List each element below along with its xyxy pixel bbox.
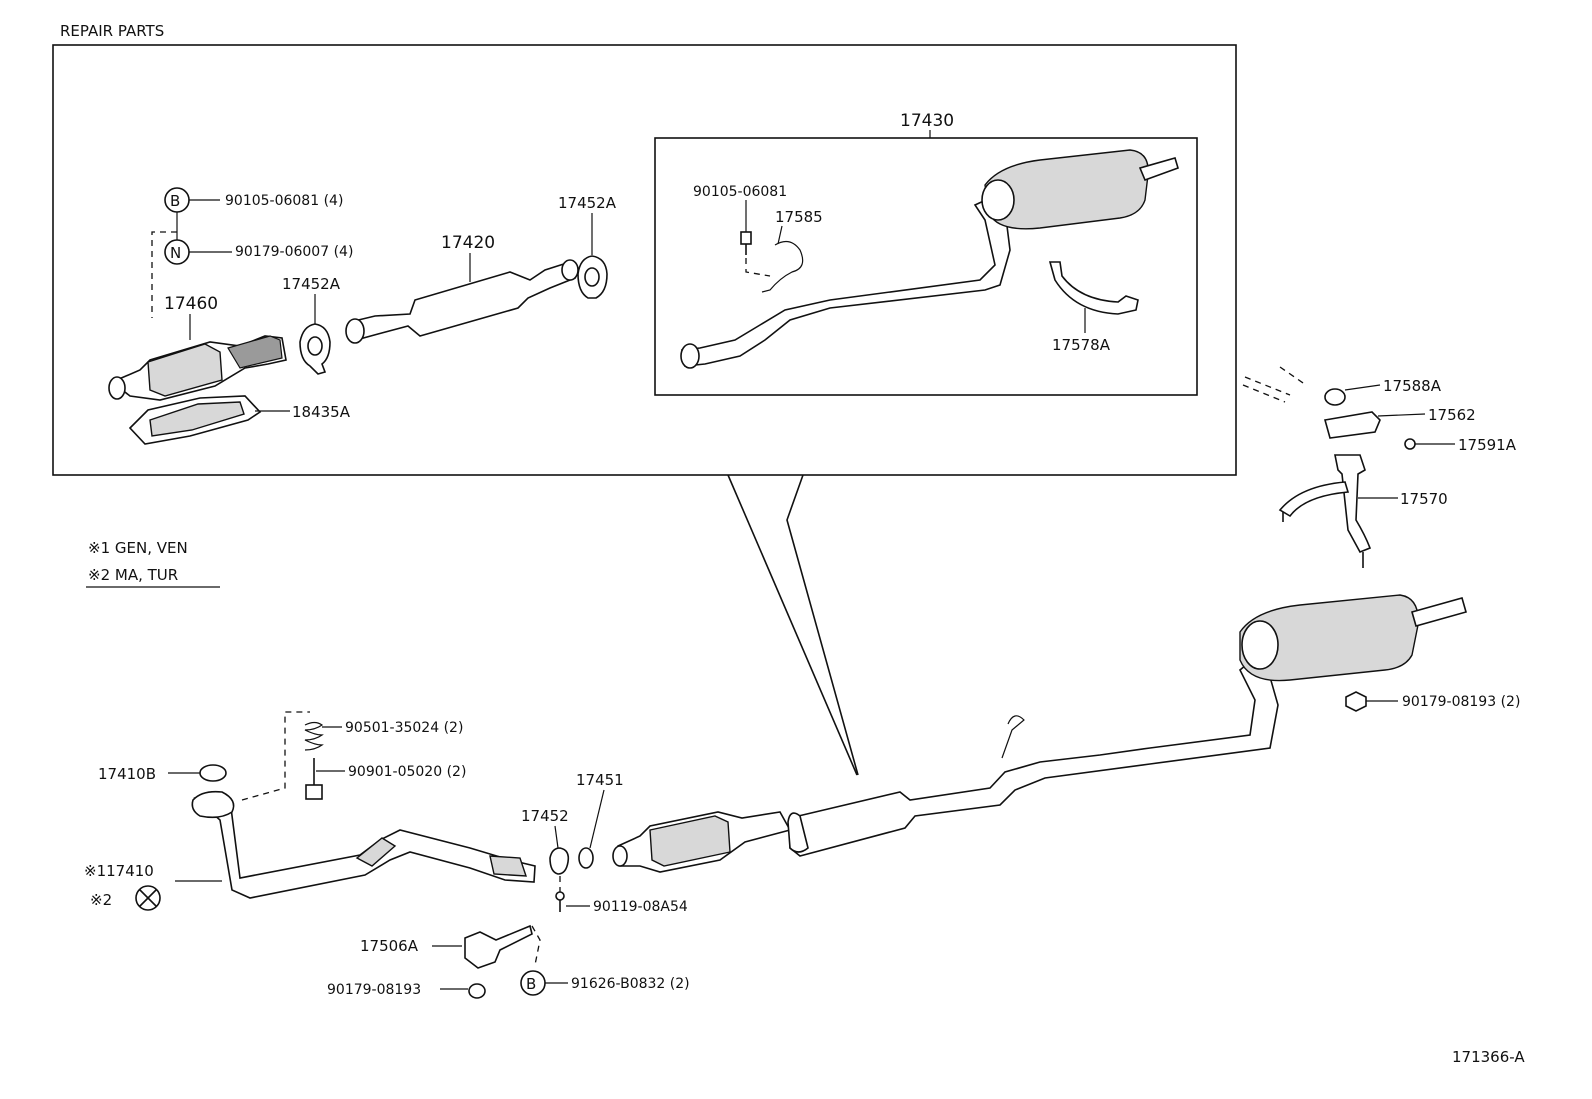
cushion-17588A: [1324, 388, 1346, 406]
ref2-symbol: ※2: [90, 885, 161, 911]
label-17578A: 17578A: [1052, 336, 1111, 354]
label-17506A: 17506A: [360, 937, 419, 955]
label-17452A-left: 17452A: [282, 275, 341, 293]
callout-line-left: [727, 474, 858, 776]
label-90901-05020: 90901-05020 (2): [348, 764, 466, 780]
leader-17588A: [1344, 384, 1381, 391]
label-18435A: 18435A: [292, 403, 351, 421]
label-90119-08A54: 90119-08A54: [593, 899, 688, 915]
label-17562: 17562: [1428, 406, 1476, 424]
catalytic-converter-17460: [108, 335, 287, 401]
repair-parts-box: [52, 44, 1237, 476]
bolt-90119-08A54: [555, 876, 565, 912]
callout-line-right: [786, 474, 859, 776]
leader-17562: [1377, 413, 1426, 417]
tail-pipe-muffler-17430: [680, 149, 1179, 369]
label-17585: 17585: [775, 208, 823, 226]
dashed-17506A: [531, 925, 541, 966]
label-90179-08193-bottom: 90179-08193: [327, 982, 421, 998]
nut-90179-08193-right: [1345, 691, 1367, 712]
label-17452: 17452: [521, 807, 569, 825]
center-pipe-17420: [345, 259, 579, 344]
label-117410: ※117410: [84, 862, 154, 880]
spring-90501-35024: [304, 721, 324, 751]
svg-text:B: B: [170, 192, 180, 210]
label-17451: 17451: [576, 771, 624, 789]
circle-b-top: B: [164, 187, 190, 213]
svg-text:※2: ※2: [90, 891, 112, 909]
circle-n: N: [164, 239, 190, 265]
svg-text:B: B: [526, 975, 536, 993]
label-91626-B0832: 91626-B0832 (2): [571, 976, 690, 992]
label-17588A: 17588A: [1383, 377, 1442, 395]
label-90179-06007: 90179-06007 (4): [235, 244, 353, 260]
dashed-bracket-left: [151, 231, 177, 318]
clip-17591A: [1404, 438, 1416, 450]
label-17430: 17430: [900, 111, 954, 131]
label-90501-35024: 90501-35024 (2): [345, 720, 463, 736]
bracket-17506A: [464, 924, 533, 969]
hanger-rods-dashed: [1242, 366, 1307, 403]
flange-17410B: [199, 764, 227, 782]
dashed-bracket-spring: [241, 711, 310, 801]
label-90105-06081-top: 90105-06081: [693, 184, 787, 200]
circle-b-bottom: B: [520, 970, 546, 996]
leader-17585: [777, 225, 783, 245]
label-17452A-right: 17452A: [558, 194, 617, 212]
leader-17451: [589, 789, 605, 849]
label-90105-06081-b: 90105-06081 (4): [225, 193, 343, 209]
label-90179-08193-right: 90179-08193 (2): [1402, 694, 1520, 710]
note-2: ※2 MA, TUR: [88, 566, 178, 584]
gasket-17452A-left: [299, 323, 331, 375]
sub-assembly-17430-box: [654, 137, 1198, 396]
heat-shield-18435A: [128, 395, 262, 445]
label-17460: 17460: [164, 294, 218, 314]
bolt-90105-06081-top: [740, 231, 771, 277]
label-17591A: 17591A: [1458, 436, 1517, 454]
repair-parts-title: REPAIR PARTS: [60, 22, 164, 40]
gasket-17452A-right: [577, 255, 608, 299]
label-17420: 17420: [441, 233, 495, 253]
bolt-90901-05020: [305, 758, 323, 800]
main-exhaust-assembly: [191, 594, 1467, 899]
figure-id: 171366-A: [1452, 1048, 1525, 1066]
bracket-17570: [1278, 454, 1372, 568]
oxygen-sensor-wire-17585: [761, 240, 804, 293]
nut-90179-08193-bottom: [468, 983, 486, 999]
label-17570: 17570: [1400, 490, 1448, 508]
label-17410B: 17410B: [98, 765, 156, 783]
note-1: ※1 GEN, VEN: [88, 539, 188, 557]
leader-17452: [554, 825, 559, 849]
muffler-bracket-17578A: [1048, 261, 1139, 315]
hanger-block-17562: [1323, 411, 1381, 439]
svg-text:N: N: [170, 244, 181, 262]
